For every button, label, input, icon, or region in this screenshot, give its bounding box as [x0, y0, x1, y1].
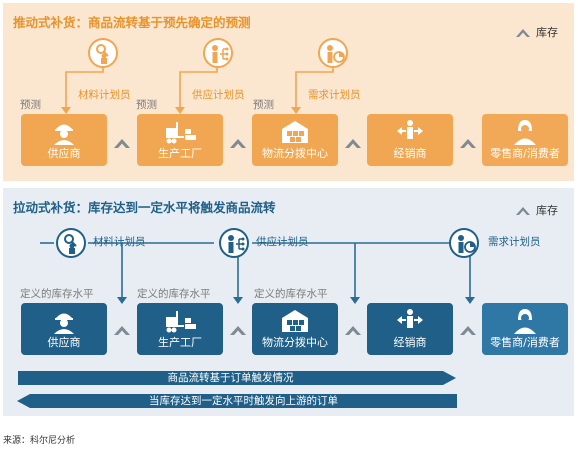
pull-planner-label-demand: 需求计划员 [488, 236, 541, 248]
pull-node-label-consumer: 零售商/消费者 [490, 336, 560, 349]
pull-planner-label-material: 材料计划员 [93, 236, 146, 248]
warehouse-icon [282, 121, 308, 143]
push-forecast-arrows [65, 68, 334, 110]
pull-planner-circle-material [56, 228, 86, 258]
factory-forklift-icon [166, 122, 196, 144]
push-inventory-chevron-4 [460, 139, 476, 148]
push-legend-label: 库存 [536, 26, 558, 39]
push-node-warehouse: 物流分拨中心 [252, 114, 338, 166]
demand-planner-icon [327, 45, 345, 63]
push-legend: 库存 [515, 24, 558, 40]
push-planner-circle-demand [318, 38, 348, 68]
demand-planner-icon [458, 235, 476, 253]
consumer-person-icon [514, 120, 536, 145]
factory-forklift-icon [166, 311, 196, 333]
pull-node-warehouse: 物流分拨中心 [252, 303, 338, 355]
inventory-chevron-icon [516, 29, 530, 37]
pull-node-label-factory: 生产工厂 [158, 336, 202, 349]
material-planner-icon [64, 234, 77, 254]
pull-node-label-supplier: 供应商 [47, 336, 81, 349]
pull-inventory-level-label-2: 定义的库存水平 [137, 288, 211, 300]
pull-inventory-level-label-3: 定义的库存水平 [254, 288, 328, 300]
distributor-person-icon [397, 309, 423, 328]
push-planner-label-supply: 供应计划员 [192, 89, 245, 101]
consumer-person-icon [514, 309, 536, 334]
upstream-order-banner: 当库存达到一定水平时触发向上游的订单 [30, 394, 457, 408]
push-planner-circle-material [88, 38, 118, 68]
source-note: 来源：科尔尼分析 [3, 436, 76, 446]
push-node-consumer: 零售商/消费者 [482, 114, 568, 166]
pull-legend: 库存 [515, 202, 558, 218]
pull-node-supplier: 供应商 [21, 303, 107, 355]
push-title: 推动式补货：商品流转基于预先确定的预测 [13, 15, 251, 30]
pull-planner-label-supply: 供应计划员 [256, 236, 309, 248]
push-node-label-consumer: 零售商/消费者 [490, 147, 560, 160]
push-planner-label-material: 材料计划员 [78, 89, 131, 101]
inventory-chevron-icon [516, 207, 530, 215]
pull-inventory-chevron-3 [345, 326, 361, 335]
pull-node-factory: 生产工厂 [137, 303, 223, 355]
warehouse-icon [282, 310, 308, 332]
supplier-worker-icon [54, 313, 74, 334]
push-node-supplier: 供应商 [21, 114, 107, 166]
order-triggered-flow-banner: 商品流转基于订单触发情况 [18, 371, 443, 385]
pull-inventory-chevron-4 [460, 326, 476, 335]
pull-node-consumer: 零售商/消费者 [482, 303, 568, 355]
material-planner-icon [96, 44, 109, 64]
pull-inventory-chevron-1 [114, 326, 130, 335]
push-inventory-chevron-1 [114, 139, 130, 148]
push-node-distributor: 经销商 [367, 114, 453, 166]
distributor-person-icon [397, 120, 423, 139]
push-inventory-chevron-2 [230, 139, 246, 148]
push-forecast-label-3: 预测 [253, 99, 274, 111]
push-node-factory: 生产工厂 [137, 114, 223, 166]
push-forecast-label-1: 预测 [20, 99, 41, 111]
supply-planner-icon [212, 45, 229, 63]
push-planner-label-demand: 需求计划员 [308, 89, 361, 101]
pull-title: 拉动式补货：库存达到一定水平将触发商品流转 [13, 200, 276, 215]
pull-inventory-level-label-1: 定义的库存水平 [20, 288, 94, 300]
pull-legend-label: 库存 [536, 204, 558, 217]
pull-node-label-distributor: 经销商 [393, 336, 427, 349]
pull-node-distributor: 经销商 [367, 303, 453, 355]
push-forecast-label-2: 预测 [136, 99, 157, 111]
pull-planner-circle-demand [449, 228, 479, 258]
push-node-label-factory: 生产工厂 [158, 147, 202, 160]
pull-node-label-warehouse: 物流分拨中心 [262, 336, 328, 349]
push-planner-circle-supply [203, 38, 233, 68]
push-node-label-distributor: 经销商 [393, 147, 427, 160]
supply-planner-icon [228, 235, 245, 253]
pull-planner-circle-supply [219, 228, 249, 258]
pull-inventory-chevron-2 [230, 326, 246, 335]
push-node-label-warehouse: 物流分拨中心 [262, 147, 328, 160]
push-node-label-supplier: 供应商 [47, 147, 81, 160]
supplier-worker-icon [54, 124, 74, 145]
push-inventory-chevron-3 [345, 139, 361, 148]
